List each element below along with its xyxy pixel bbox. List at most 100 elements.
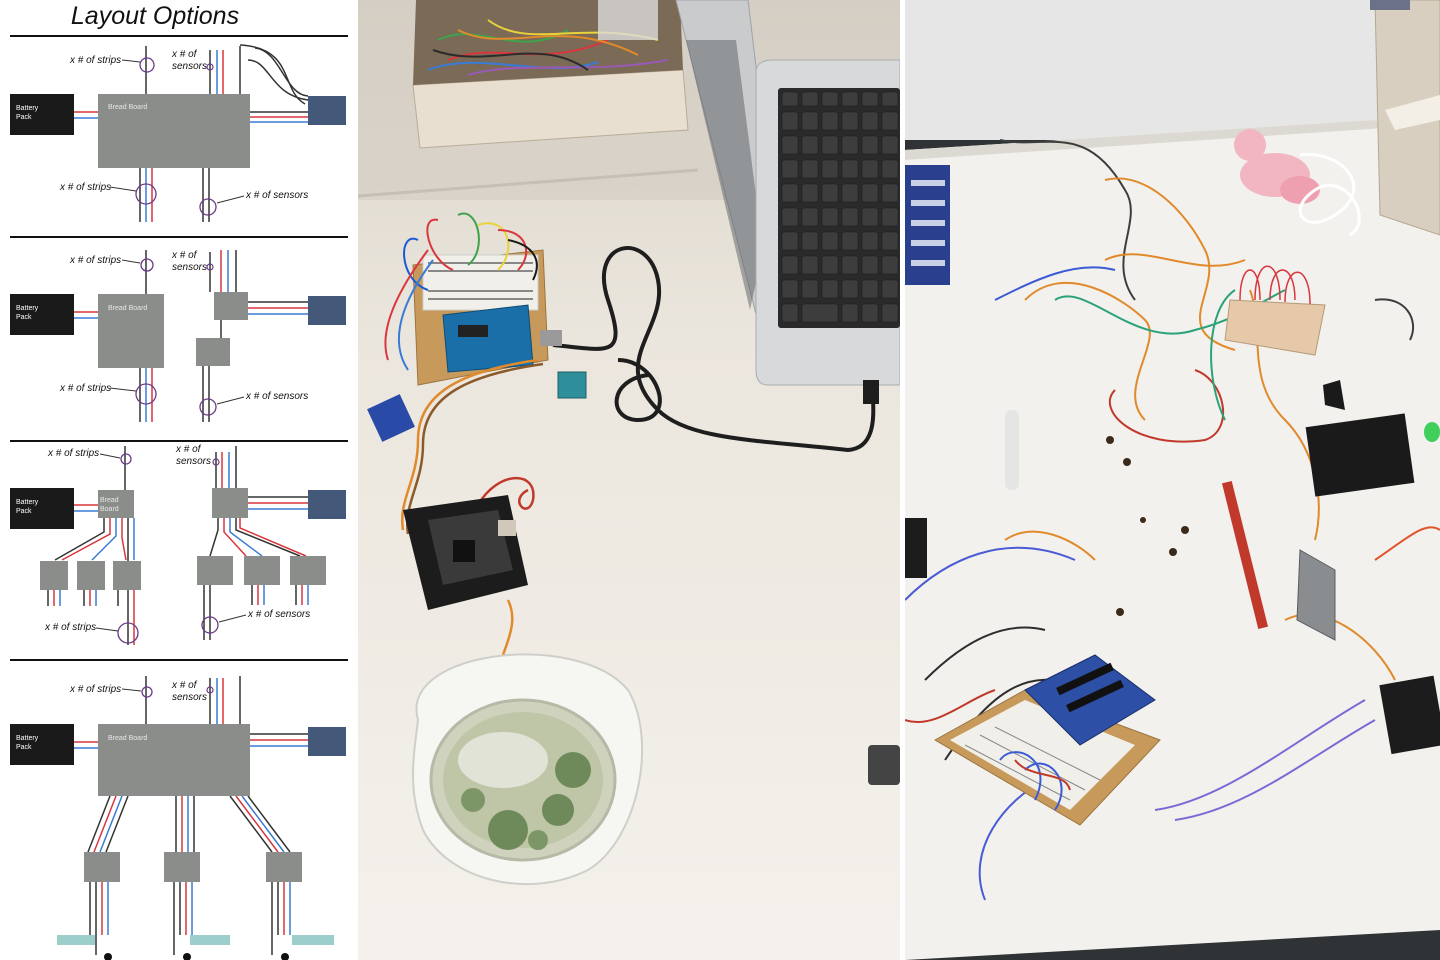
- strip-node: [164, 852, 200, 882]
- breadboard-shield: [933, 654, 1161, 826]
- sensor-pad: [292, 935, 334, 945]
- strip-node: [113, 561, 141, 590]
- sensor-module: [557, 371, 587, 399]
- sensor-node: [244, 556, 280, 585]
- strip-node: [77, 561, 105, 590]
- green-cap: [1424, 422, 1440, 442]
- usb-plug: [863, 380, 879, 404]
- option-2: Battery Pack Bread Board x # of strips x…: [10, 250, 346, 422]
- strip-circle: [141, 686, 153, 698]
- sensors-label-1: x # of: [175, 444, 202, 455]
- sub-board: [196, 338, 230, 366]
- servo-wires: [400, 358, 544, 656]
- layout-options-diagram: Layout Options: [0, 0, 356, 960]
- sensor-circle: [201, 616, 219, 634]
- sensors-label-2: sensors: [172, 692, 207, 703]
- wall: [905, 0, 1440, 140]
- strip-circle: [117, 622, 139, 644]
- battery-label-2: Pack: [16, 314, 32, 321]
- bread-board: [98, 724, 250, 796]
- sensors-label-1: x # of: [171, 250, 198, 261]
- wire-box: [412, 0, 689, 149]
- strip-circle: [135, 183, 157, 205]
- sensor-circle: [199, 398, 217, 416]
- servo-motor: [1379, 675, 1440, 755]
- edge-module: [905, 518, 927, 578]
- battery-label-2: Pack: [16, 508, 32, 515]
- red-pen: [1222, 481, 1268, 629]
- table-parts-illustration: [905, 0, 1440, 960]
- battery-label-1: Battery: [16, 305, 39, 312]
- bread-board: [98, 94, 250, 168]
- sensor-circle: [206, 63, 214, 71]
- sensors-label-1: x # of: [171, 49, 198, 60]
- sensor-pad: [57, 935, 95, 945]
- sub-board: [212, 488, 248, 518]
- sensors-label: x # of sensors: [247, 609, 310, 620]
- table-parts-photo: [905, 0, 1440, 960]
- diagram-title: Layout Options: [70, 2, 240, 30]
- bread-board-label: Bread Board: [108, 735, 147, 742]
- strips-label: x # of strips: [69, 684, 121, 695]
- sub-board: [214, 292, 248, 320]
- strip-node: [266, 852, 302, 882]
- bread-board-label-2: Board: [100, 506, 119, 513]
- sensors-label-2: sensors: [172, 262, 207, 273]
- strip-circle: [120, 453, 132, 465]
- marker: [1005, 410, 1019, 490]
- desk-setup-illustration: [358, 0, 900, 960]
- arduino-board: [384, 212, 562, 386]
- strips-label: x # of strips: [47, 448, 99, 459]
- bread-board-label: Bread Board: [108, 305, 147, 312]
- bread-board-label-1: Bread: [100, 497, 119, 504]
- battery-label-1: Battery: [16, 105, 39, 112]
- option-3: Battery Pack Bread Board x # of strips x…: [10, 444, 346, 645]
- bread-board: [98, 294, 164, 368]
- black-tool: [1323, 380, 1345, 410]
- white-cable: [1298, 153, 1361, 237]
- wheel: [183, 953, 191, 960]
- bread-board: [98, 490, 134, 518]
- battery-pack: [10, 488, 74, 529]
- strips-label: x # of strips: [44, 622, 96, 633]
- sensors-label-1: x # of: [171, 680, 198, 691]
- motor-bracket: [1296, 549, 1336, 641]
- strip-node: [84, 852, 120, 882]
- sensor-node: [290, 556, 326, 585]
- strips-label: x # of strips: [59, 182, 111, 193]
- diagram-canvas: Battery Pack Bread Board x # of strips x…: [10, 35, 348, 960]
- small-components: [1106, 436, 1189, 616]
- output-module: [308, 727, 346, 756]
- black-enclosure: [1305, 413, 1415, 497]
- battery-label-1: Battery: [16, 499, 39, 506]
- sensor-circle: [199, 198, 217, 216]
- sensor-node: [197, 556, 233, 585]
- strip-node: [40, 561, 68, 590]
- battery-pack: [10, 724, 74, 765]
- battery-pack: [10, 294, 74, 335]
- battery-label-1: Battery: [16, 735, 39, 742]
- servo-motor: [403, 495, 528, 610]
- battery-pack: [10, 94, 74, 135]
- sensors-label-2: sensors: [172, 61, 207, 72]
- micro-servo: [367, 394, 415, 442]
- bread-board-label: Bread Board: [108, 104, 147, 111]
- laptop: [675, 0, 900, 386]
- pink-toy: [1234, 129, 1320, 204]
- battery-label-2: Pack: [16, 744, 32, 751]
- desk-setup-photo: [358, 0, 900, 960]
- usb-cable: [552, 246, 876, 453]
- object-edge: [868, 745, 900, 785]
- perf-board: [1224, 265, 1326, 356]
- option-4: Battery Pack Bread Board x # of strips x…: [10, 676, 346, 960]
- strip-circle: [139, 57, 155, 73]
- sensor-circle: [212, 458, 220, 466]
- wheel: [104, 953, 112, 960]
- sensors-label: x # of sensors: [245, 190, 308, 201]
- strip-circle: [140, 258, 154, 272]
- output-module: [308, 490, 346, 519]
- strips-label: x # of strips: [69, 255, 121, 266]
- sensors-label: x # of sensors: [245, 391, 308, 402]
- option-1: Battery Pack Bread Board x # of strips x…: [10, 44, 346, 222]
- petri-dish: [412, 653, 644, 886]
